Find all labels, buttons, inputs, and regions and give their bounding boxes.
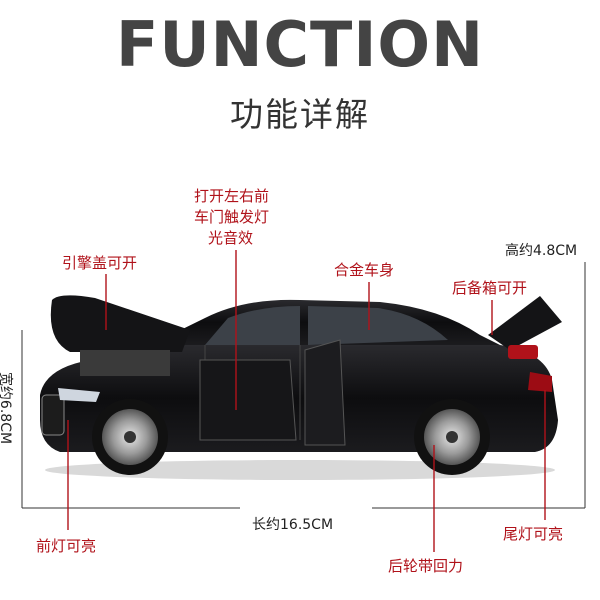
callout-hood: 引擎盖可开 xyxy=(62,254,138,272)
callout-doors-line2: 车门触发灯 xyxy=(194,208,270,226)
page-subtitle: 功能详解 xyxy=(230,95,370,134)
page-title: FUNCTION xyxy=(115,8,485,81)
open-trunk xyxy=(488,296,562,350)
trunk-light xyxy=(508,345,538,359)
dimension-lines xyxy=(21,262,586,509)
callout-taillight: 尾灯可亮 xyxy=(503,525,564,543)
callout-doors-line3: 光音效 xyxy=(208,229,254,247)
callout-headlight: 前灯可亮 xyxy=(36,537,97,555)
callout-pullback: 后轮带回力 xyxy=(388,557,464,575)
dimension-width: 宽约6.8CM xyxy=(0,371,14,445)
callout-body: 合金车身 xyxy=(334,261,395,279)
front-wheel xyxy=(92,399,168,475)
callout-leaders xyxy=(67,250,546,552)
dimension-length: 长约16.5CM xyxy=(252,517,334,533)
dimension-height: 高约4.8CM xyxy=(505,243,578,259)
open-front-door xyxy=(199,359,297,441)
callout-doors: 打开左右前 车门触发灯 光音效 xyxy=(194,186,269,249)
callout-doors-line1: 打开左右前 xyxy=(194,187,270,205)
rear-wheel xyxy=(414,399,490,475)
open-rear-door xyxy=(304,339,346,446)
open-hood xyxy=(50,295,190,352)
callout-trunk: 后备箱可开 xyxy=(452,279,528,297)
engine-bay xyxy=(80,350,170,376)
